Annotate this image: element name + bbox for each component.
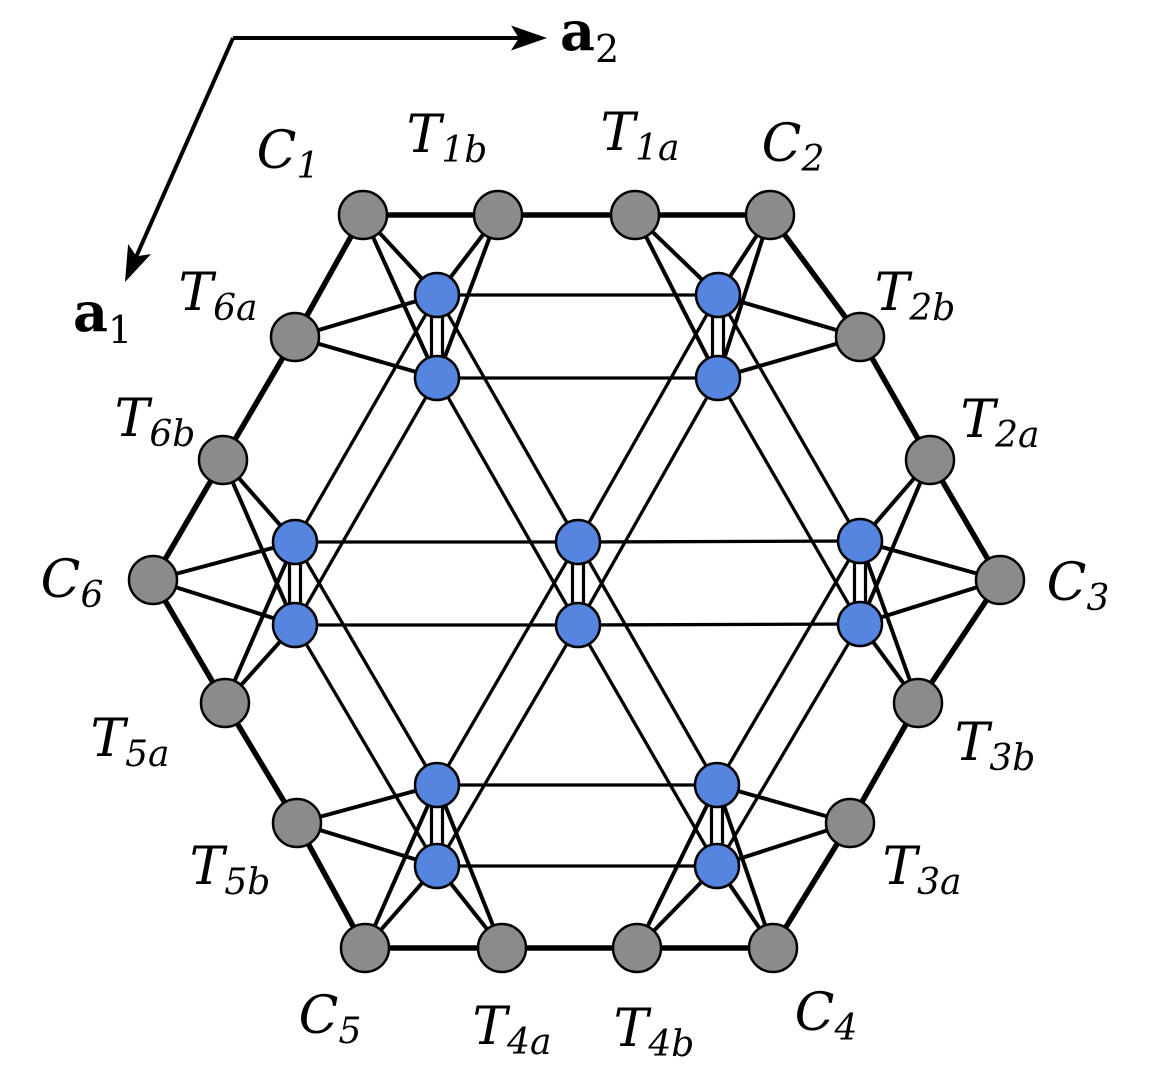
inner-bond-u1-u4	[435, 294, 580, 543]
inner-site-u5	[836, 517, 884, 565]
inner-site-u1	[413, 271, 461, 319]
bond-T2a-l5	[858, 459, 932, 625]
bond-C2-l2	[716, 214, 772, 379]
label-C5: C5	[299, 986, 362, 1052]
label-T4b: T4b	[614, 999, 695, 1065]
vector-arrowhead-a2	[511, 25, 547, 51]
boundary-site-C4	[747, 922, 799, 974]
inner-site-l6	[413, 842, 461, 890]
vector-shaft-a1	[133, 37, 235, 260]
inner-site-u2	[694, 271, 742, 319]
boundary-site-T2b	[834, 311, 886, 363]
label-T1a: T1a	[600, 103, 679, 169]
inner-bond-l3-l6	[293, 624, 439, 867]
label-a1: a1	[73, 280, 132, 352]
label-a2: a2	[560, 0, 619, 71]
boundary-site-T2a	[904, 434, 956, 486]
label-T2b: T2b	[875, 263, 956, 329]
bond-T4b-u7	[635, 784, 719, 949]
label-T3a: T3a	[882, 837, 961, 903]
inner-site-l5	[836, 600, 884, 648]
boundary-site-T1a	[609, 189, 661, 241]
vector-arrowhead-a1	[125, 244, 151, 282]
inner-bond-l4-l6	[435, 624, 580, 867]
boundary-site-T3b	[892, 677, 944, 729]
label-C6: C6	[41, 550, 104, 616]
boundary-site-T6a	[269, 311, 321, 363]
label-T6b: T6b	[115, 389, 196, 455]
label-T3b: T3b	[955, 713, 1036, 779]
label-C2: C2	[762, 114, 825, 180]
inner-site-l3	[271, 601, 319, 649]
boundary-site-C1	[337, 189, 389, 241]
inner-bond-u2-u5	[716, 294, 862, 542]
label-C1: C1	[257, 121, 320, 187]
label-T1b: T1b	[407, 105, 488, 171]
inner-bond-u2-u4	[576, 294, 720, 543]
bond-C4-u7	[715, 784, 775, 949]
label-C4: C4	[795, 983, 858, 1049]
inner-bond-l1-l3	[293, 377, 439, 626]
inner-bond-u4-u7	[576, 541, 719, 786]
inner-bond-u4-u5	[577, 539, 861, 544]
boundary-site-T4a	[476, 922, 528, 974]
inner-site-l1	[413, 354, 461, 402]
inner-lattice-bonds	[293, 293, 862, 868]
lattice-vector-arrows: a2 a1	[73, 0, 619, 352]
inner-site-l2	[694, 354, 742, 402]
inner-bond-u3-u6	[293, 541, 439, 786]
boundary-site-T5b	[271, 797, 323, 849]
inner-site-l4	[554, 601, 602, 649]
bond-T5a-u3	[223, 541, 297, 704]
inner-bond-l1-l4	[435, 377, 580, 626]
dimer-double-bonds	[287, 295, 868, 866]
inner-bond-u4-u6	[435, 541, 580, 786]
boundary-site-C2	[744, 189, 796, 241]
boundary-site-C6	[127, 554, 179, 606]
bond-C5-u6	[363, 784, 439, 949]
inner-bond-u5-u7	[715, 540, 862, 786]
boundary-site-T1b	[472, 189, 524, 241]
border-bond-C2-T2b	[767, 213, 863, 339]
inner-site-u6	[413, 761, 461, 809]
inner-site-l7	[693, 842, 741, 890]
boundary-site-T6b	[197, 434, 249, 486]
label-T2a: T2a	[960, 390, 1039, 456]
inner-bond-u1-u3	[293, 294, 439, 543]
bond-T4a-u6	[435, 784, 504, 949]
bond-T1b-l1	[435, 214, 500, 379]
inner-site-u7	[693, 761, 741, 809]
bond-T6b-l3	[221, 459, 297, 626]
label-T6a: T6a	[178, 263, 257, 329]
lattice-sites	[127, 189, 1026, 974]
inner-bond-l5-l7	[715, 623, 862, 867]
boundary-site-C5	[339, 922, 391, 974]
label-T4a: T4a	[472, 997, 551, 1063]
inner-site-u4	[554, 518, 602, 566]
label-T5a: T5a	[90, 709, 169, 775]
inner-bond-l2-l4	[576, 377, 720, 626]
label-T5b: T5b	[190, 837, 271, 903]
bond-T1a-l2	[633, 214, 720, 379]
bond-T3b-u5	[858, 540, 920, 704]
label-C3: C3	[1047, 553, 1110, 619]
boundary-site-C3	[974, 554, 1026, 606]
bond-C1-l1	[361, 214, 439, 379]
inner-site-u3	[271, 518, 319, 566]
boundary-site-T3a	[824, 797, 876, 849]
boundary-site-T5a	[199, 677, 251, 729]
inner-bond-l4-l7	[576, 624, 719, 867]
inner-bond-l4-l5	[577, 622, 861, 627]
boundary-site-T4b	[611, 922, 663, 974]
